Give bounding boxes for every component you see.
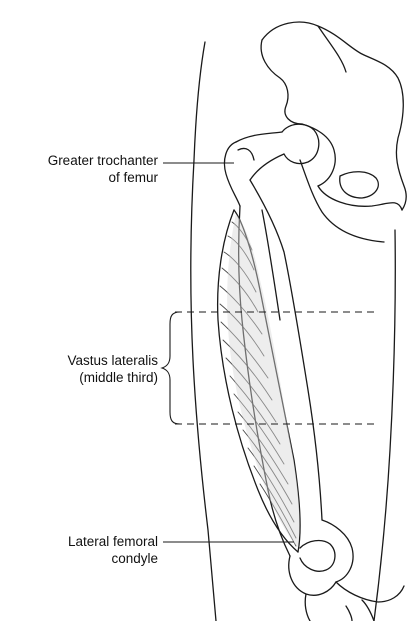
- lateral-condyle: [289, 556, 336, 595]
- label-greater-trochanter-line2: of femur: [0, 169, 158, 186]
- label-lateral-femoral-condyle-line2: condyle: [0, 550, 158, 567]
- label-greater-trochanter-line1: Greater trochanter: [0, 152, 158, 169]
- label-vastus-lateralis: Vastus lateralis (middle third): [0, 352, 158, 386]
- medial-thigh-outline: [374, 230, 395, 621]
- label-lateral-femoral-condyle-line1: Lateral femoral: [0, 533, 158, 550]
- femoral-head: [282, 124, 319, 163]
- label-vastus-lateralis-line1: Vastus lateralis: [0, 352, 158, 369]
- label-greater-trochanter: Greater trochanter of femur: [0, 152, 158, 186]
- greater-trochanter: [224, 142, 240, 206]
- curly-bracket: [162, 312, 180, 424]
- label-lateral-femoral-condyle: Lateral femoral condyle: [0, 533, 158, 567]
- thigh-outline: [191, 42, 216, 621]
- label-vastus-lateralis-line2: (middle third): [0, 369, 158, 386]
